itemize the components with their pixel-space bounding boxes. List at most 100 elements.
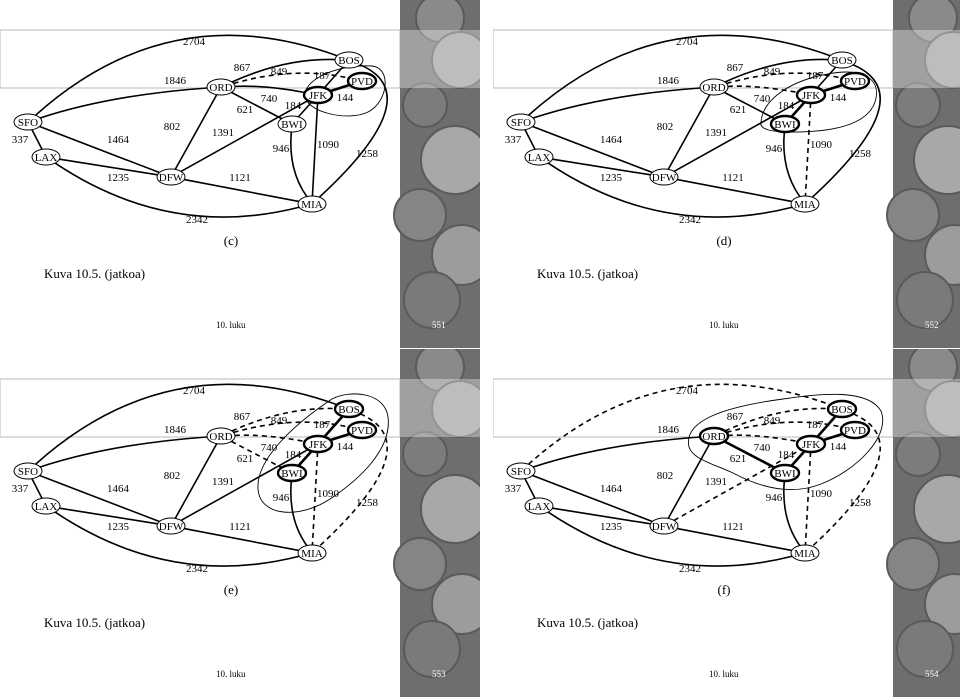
edge-weight-jfk-bwi: 184 bbox=[778, 100, 795, 112]
edge-lax-dfw bbox=[552, 507, 651, 525]
node-label-pvd: PVD bbox=[351, 76, 373, 88]
edge-sfo-bos bbox=[528, 34, 831, 116]
edge-weight-jfk-mia: 1090 bbox=[810, 139, 833, 151]
panel-label: (c) bbox=[224, 233, 238, 248]
node-sfo bbox=[506, 113, 536, 131]
coin-image bbox=[896, 620, 954, 678]
node-label-pvd: PVD bbox=[844, 425, 866, 437]
edge-weight-ord-bos: 867 bbox=[727, 62, 744, 74]
node-lax bbox=[524, 497, 554, 515]
edge-weight-lax-dfw: 1235 bbox=[107, 172, 130, 184]
node-label-bos: BOS bbox=[831, 404, 852, 416]
edge-weight-ord-jfk: 740 bbox=[261, 93, 278, 105]
node-label-bwi: BWI bbox=[281, 468, 303, 480]
edge-weight-bos-mia: 1258 bbox=[849, 148, 872, 160]
node-dfw bbox=[156, 517, 186, 535]
edge-weight-lax-dfw: 1235 bbox=[600, 172, 623, 184]
edge-sfo-dfw bbox=[39, 125, 160, 174]
edge-weight-lax-mia: 2342 bbox=[679, 214, 701, 226]
node-pvd bbox=[839, 71, 871, 91]
edge-weight-ord-bos: 867 bbox=[234, 411, 251, 423]
edge-weight-bos-mia: 1258 bbox=[849, 497, 872, 509]
edge-ord-bwi bbox=[230, 91, 283, 120]
node-label-sfo: SFO bbox=[18, 117, 38, 129]
edge-jfk-bwi bbox=[297, 101, 313, 118]
edge-bos-jfk bbox=[323, 415, 344, 438]
edge-lax-mia bbox=[547, 511, 793, 567]
node-label-ord: ORD bbox=[209, 82, 232, 94]
edge-sfo-ord bbox=[39, 436, 208, 468]
node-label-ord: ORD bbox=[209, 431, 232, 443]
edge-pvd-jfk bbox=[822, 432, 844, 442]
node-lax bbox=[31, 148, 61, 166]
edge-ord-pvd bbox=[726, 421, 843, 434]
node-dfw bbox=[649, 168, 679, 186]
edge-ord-pvd bbox=[233, 421, 350, 434]
edge-weight-ord-pvd: 849 bbox=[764, 66, 781, 78]
node-label-jfk: JFK bbox=[802, 90, 820, 102]
panel-label: (f) bbox=[718, 582, 731, 597]
node-label-jfk: JFK bbox=[309, 439, 327, 451]
edge-weight-dfw-ord: 802 bbox=[164, 121, 181, 133]
coin-image bbox=[895, 82, 941, 128]
panel-label: (d) bbox=[716, 233, 731, 248]
chapter-label: 10. luku bbox=[709, 669, 739, 679]
edge-weight-sfo-lax: 337 bbox=[12, 483, 29, 495]
edge-weight-pvd-jfk: 144 bbox=[337, 441, 354, 453]
edge-lax-dfw bbox=[59, 507, 158, 525]
edge-dfw-mia bbox=[184, 527, 299, 552]
node-label-ord: ORD bbox=[702, 431, 725, 443]
node-bwi bbox=[276, 463, 308, 483]
node-bwi bbox=[769, 463, 801, 483]
node-label-pvd: PVD bbox=[844, 76, 866, 88]
edge-weight-jfk-mia: 1090 bbox=[317, 139, 340, 151]
edge-sfo-dfw bbox=[532, 474, 653, 523]
edge-weight-sfo-dfw: 1464 bbox=[107, 483, 130, 495]
node-label-lax: LAX bbox=[35, 501, 58, 513]
cluster-outline bbox=[257, 393, 389, 513]
coin-image bbox=[895, 431, 941, 477]
banner-overlay bbox=[400, 30, 480, 88]
edge-bwi-mia bbox=[290, 480, 308, 547]
coin-image bbox=[924, 31, 960, 89]
node-label-dfw: DFW bbox=[652, 521, 677, 533]
node-ord bbox=[699, 78, 729, 96]
edge-ord-pvd bbox=[233, 72, 350, 85]
node-pvd bbox=[346, 420, 378, 440]
edge-weight-sfo-ord: 1846 bbox=[164, 75, 187, 87]
edge-lax-mia bbox=[54, 162, 300, 218]
edge-sfo-ord bbox=[532, 87, 701, 119]
coin-image bbox=[431, 573, 480, 635]
edge-dfw-ord bbox=[667, 443, 711, 519]
coin-image bbox=[393, 537, 447, 591]
node-label-pvd: PVD bbox=[351, 425, 373, 437]
edge-weight-lax-dfw: 1235 bbox=[107, 521, 130, 533]
edge-weight-sfo-bos: 2704 bbox=[183, 385, 206, 397]
coin-image bbox=[431, 224, 480, 286]
node-label-bwi: BWI bbox=[774, 468, 796, 480]
edge-dfw-mia bbox=[677, 178, 792, 203]
edge-jfk-mia bbox=[804, 102, 812, 197]
edge-weight-ord-bwi: 621 bbox=[237, 104, 254, 116]
node-bos bbox=[334, 51, 364, 69]
edge-ord-bwi bbox=[723, 91, 776, 120]
edge-bos-jfk bbox=[816, 66, 837, 89]
node-label-mia: MIA bbox=[301, 199, 322, 211]
edge-ord-bwi bbox=[723, 440, 776, 469]
edge-weight-bwi-mia: 946 bbox=[766, 492, 783, 504]
edge-weight-sfo-dfw: 1464 bbox=[600, 483, 623, 495]
coin-image bbox=[431, 380, 480, 438]
edge-weight-ord-bwi: 621 bbox=[237, 453, 254, 465]
edge-weight-sfo-bos: 2704 bbox=[183, 36, 206, 48]
coin-image bbox=[403, 620, 461, 678]
edge-bos-mia bbox=[318, 64, 388, 198]
node-mia bbox=[790, 195, 820, 213]
edge-ord-bos bbox=[231, 407, 336, 432]
node-label-dfw: DFW bbox=[159, 172, 184, 184]
edge-sfo-lax bbox=[31, 478, 43, 499]
coin-image bbox=[913, 125, 960, 195]
edge-dfw-jfk bbox=[673, 448, 802, 522]
page-number: 552 bbox=[925, 320, 939, 330]
